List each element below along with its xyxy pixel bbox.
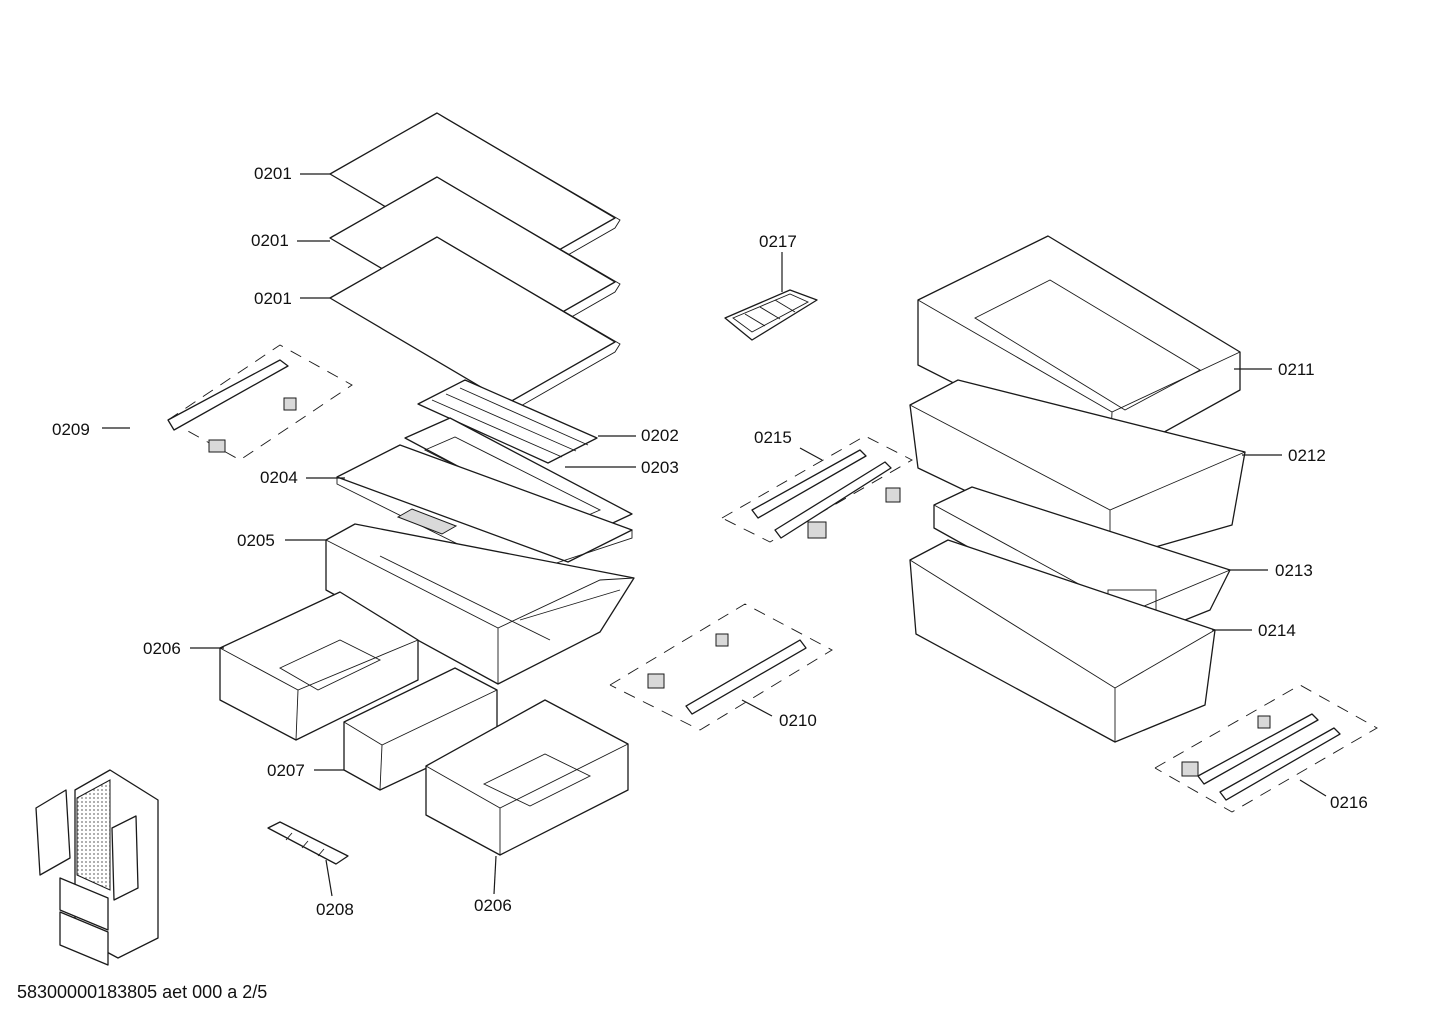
rail-set-lower bbox=[1154, 684, 1378, 813]
callout-0216: 0216 bbox=[1330, 793, 1368, 812]
callout-0205: 0205 bbox=[237, 531, 275, 550]
callout-0201-bottom: 0201 bbox=[254, 289, 292, 308]
ice-cube-tray bbox=[724, 289, 818, 341]
callout-0214: 0214 bbox=[1258, 621, 1296, 640]
ribbed-shelf bbox=[417, 379, 598, 464]
callout-0206-right: 0206 bbox=[474, 896, 512, 915]
document-reference-number: 58300000183805 aet 000 a 2/5 bbox=[17, 982, 268, 1002]
rail-set-upper bbox=[721, 435, 913, 543]
callout-0208: 0208 bbox=[316, 900, 354, 919]
crisper-lid bbox=[336, 444, 633, 576]
leader-lines bbox=[102, 173, 1327, 897]
rail-set-center bbox=[609, 603, 833, 731]
callout-0207: 0207 bbox=[267, 761, 305, 780]
drawer-divider bbox=[267, 821, 349, 865]
callout-0213: 0213 bbox=[1275, 561, 1313, 580]
appliance-thumbnail bbox=[35, 769, 159, 966]
callout-0217: 0217 bbox=[759, 232, 797, 251]
callout-0210: 0210 bbox=[779, 711, 817, 730]
callout-0201-middle: 0201 bbox=[251, 231, 289, 250]
callout-0212: 0212 bbox=[1288, 446, 1326, 465]
drawer-left bbox=[219, 591, 419, 741]
callout-0215: 0215 bbox=[754, 428, 792, 447]
crisper-frame bbox=[325, 523, 635, 685]
callout-0211: 0211 bbox=[1278, 360, 1315, 379]
glass-shelf-bottom bbox=[329, 236, 621, 412]
callout-0202: 0202 bbox=[641, 426, 679, 445]
callout-0203: 0203 bbox=[641, 458, 679, 477]
freezer-basket-middle bbox=[909, 379, 1246, 561]
rail-set-left bbox=[167, 344, 353, 461]
freezer-drawer-bottom bbox=[909, 539, 1216, 743]
callout-0206-left: 0206 bbox=[143, 639, 181, 658]
callout-0204: 0204 bbox=[260, 468, 298, 487]
callout-0209: 0209 bbox=[52, 420, 90, 439]
callout-0201-top: 0201 bbox=[254, 164, 292, 183]
drawer-right bbox=[425, 699, 629, 856]
